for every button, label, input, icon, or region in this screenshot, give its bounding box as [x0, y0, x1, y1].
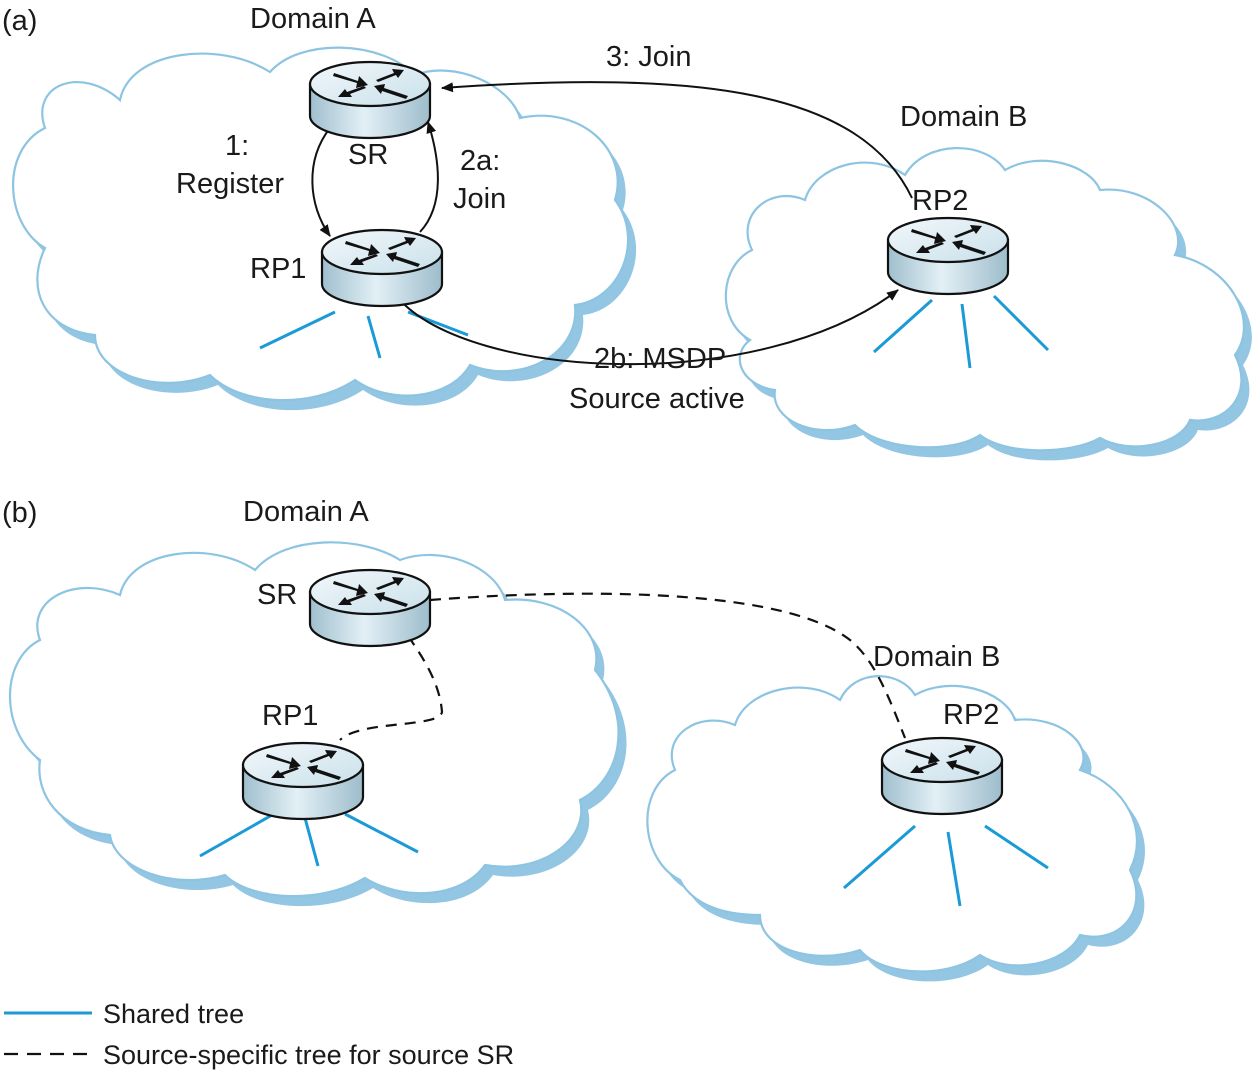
panel-b-domain-b-title: Domain B: [873, 641, 1000, 673]
shared-tree-branch: [872, 298, 934, 354]
shared-tree-branch: [946, 831, 962, 907]
register-label: Register: [176, 168, 284, 200]
panel-a-sr-label: SR: [348, 139, 388, 171]
msdp-source-active-arrow: [397, 289, 899, 366]
panel-b-rp2-shared-tree: [843, 824, 1049, 907]
shared-tree-branch: [259, 310, 336, 350]
panel-b-domain-a-cloud: [9, 541, 627, 907]
shared-tree-branch: [366, 315, 382, 359]
source-active-label: Source active: [569, 383, 745, 415]
panel-a-domain-a-title: Domain A: [250, 3, 376, 35]
join-2a-arrow: [419, 121, 439, 233]
join-3-label: 3: Join: [606, 41, 691, 73]
shared-tree-branch: [303, 817, 320, 867]
legend: Shared tree Source-specific tree for sou…: [4, 999, 514, 1070]
shared-tree-branch: [344, 812, 419, 854]
msdp-label: 2b: MSDP: [594, 343, 726, 375]
panel-b-rp2-router-icon: [880, 736, 1004, 816]
panel-b-sr-label: SR: [257, 579, 297, 611]
register-step-number: 1:: [225, 130, 249, 162]
panel-a-domain-b-cloud: [724, 147, 1252, 461]
join-3-arrow: [441, 81, 913, 199]
sr-to-rp1-source-tree: [339, 635, 444, 741]
panel-b-domain-b-cloud: [646, 675, 1145, 982]
shared-tree-branch: [843, 824, 916, 890]
panel-b-rp1-shared-tree: [199, 812, 419, 867]
panel-a-domain-b-title: Domain B: [900, 101, 1027, 133]
shared-tree-branch: [960, 303, 972, 369]
join-2a-label: Join: [453, 183, 506, 215]
panel-b-domain-a-title: Domain A: [243, 496, 369, 528]
sr-to-rp2-source-tree: [429, 592, 907, 739]
panel-b-rp2-label: RP2: [943, 699, 999, 731]
legend-shared-tree-label: Shared tree: [103, 999, 244, 1029]
shared-tree-branch: [984, 824, 1049, 870]
panel-a-label: (a): [2, 5, 37, 37]
panel-b-rp1-label: RP1: [262, 700, 318, 732]
panel-a-rp1-label: RP1: [250, 253, 306, 285]
legend-source-tree-label: Source-specific tree for source SR: [103, 1040, 514, 1070]
panel-a-rp2-label: RP2: [912, 185, 968, 217]
panel-b-rp1-router-icon: [241, 741, 365, 821]
shared-tree-branch: [992, 294, 1050, 352]
register-arrow: [311, 127, 331, 237]
shared-tree-branch: [199, 813, 273, 858]
join-2a-step-number: 2a:: [460, 145, 500, 177]
panel-a-rp2-shared-tree: [872, 294, 1050, 369]
panel-a-sr-router-icon: [308, 60, 432, 140]
panel-b-label: (b): [2, 497, 37, 529]
panel-a-rp1-router-icon: [320, 228, 444, 308]
panel-b-sr-router-icon: [308, 568, 432, 648]
panel-a-rp2-router-icon: [886, 216, 1010, 296]
